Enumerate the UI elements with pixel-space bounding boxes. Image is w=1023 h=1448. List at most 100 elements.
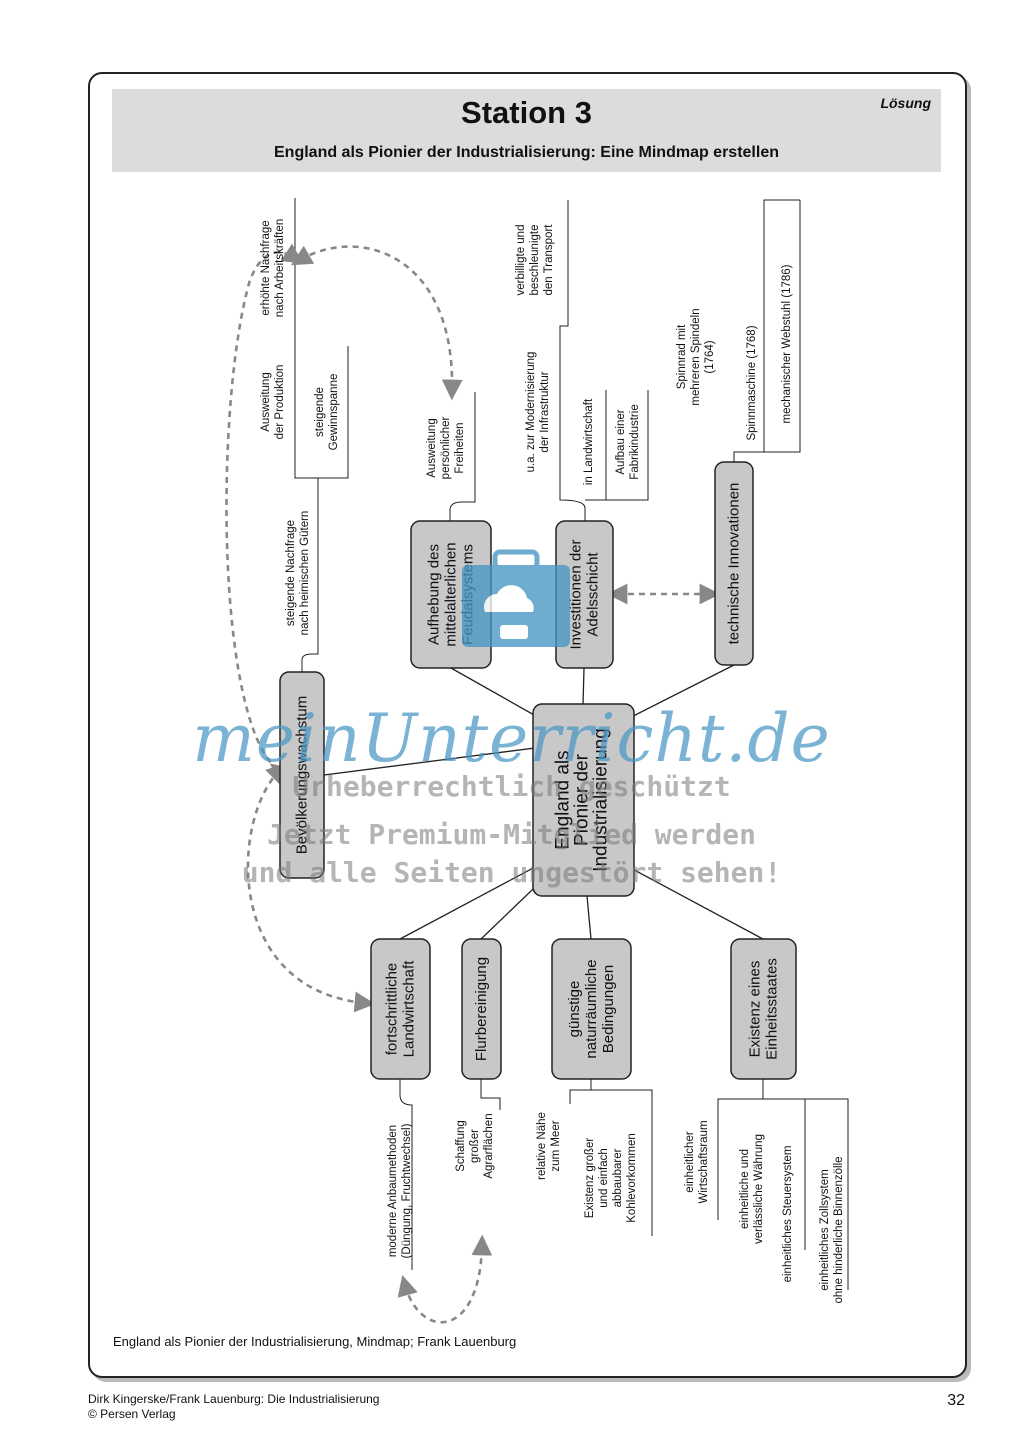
leaf-meer-line: zum Meer [550, 1120, 562, 1171]
relation-arrow-population-agriculture [246, 762, 376, 1013]
watermark-brand: meinUnterricht.de [192, 700, 831, 777]
watermark-line-3: und alle Seiten ungestört sehen! [241, 856, 782, 889]
branch-label-einheit-line: Existenz eines [747, 961, 764, 1058]
leaf-zoll-line: ohne hinderliche Binnenzölle [833, 1156, 845, 1303]
branch-label-natur-line: naturräumliche [583, 959, 600, 1058]
worksheet-frame [88, 72, 967, 1378]
leaf-connector [585, 390, 649, 501]
header-bar: Station 3 Lösung England als Pionier der… [112, 89, 941, 172]
leaf-webstuhl-line: mechanischer Webstuhl (1786) [781, 264, 793, 423]
branch-node-landwirtschaft [370, 938, 431, 1080]
leaf-waehrung-line: verlässliche Währung [753, 1134, 765, 1244]
center-label-line: Industrialisierung [591, 728, 612, 872]
leaf-freiheiten-line: Ausweitung [426, 418, 438, 477]
leaf-connector [569, 1079, 592, 1104]
branch-label-adel-line: Adelsschicht [585, 552, 602, 637]
leaf-fabrik-line: Aufbau einer [615, 409, 627, 474]
leaf-gewinn-line: Gewinnspanne [328, 374, 340, 451]
leaf-agrar-line: Agrarflächen [483, 1113, 495, 1178]
branch-label-natur-line: Bedingungen [600, 965, 617, 1053]
branch-label-bevoelkerung: Bevölkerungswachstum [294, 696, 311, 854]
leaf-waehrung-line: einheitliche und [739, 1149, 751, 1229]
leaf-agrar-line: Schaffung [455, 1120, 467, 1172]
center-label-line: Pionier der [572, 753, 593, 846]
leaf-agrar-line: großer [469, 1129, 481, 1163]
leaf-gewinn-line: steigende [314, 387, 326, 437]
center-node [532, 703, 635, 897]
leaf-kohle-line: Existenz großer [584, 1138, 596, 1219]
leaf-meer-line: relative Nähe [536, 1112, 548, 1180]
leaf-connector [591, 1089, 653, 1236]
relation-arrow-methods-fields [397, 1234, 493, 1324]
branch-node-natur [551, 938, 632, 1080]
footer-publisher: © Persen Verlag [88, 1407, 176, 1421]
leaf-spinnmaschine: Spinnmaschine (1768) [746, 325, 758, 440]
leaf-zoll-line: einheitliches Zollsystem [819, 1169, 831, 1290]
leaf-anbau-line: (Düngung, Fruchtwechsel) [401, 1123, 413, 1258]
watermark-line-1: Urheberrechtlich geschützt [292, 770, 731, 803]
center-label-line: England als [553, 750, 574, 849]
leaf-arbeitskraefte-line: nach Arbeitskräften [274, 219, 286, 317]
leaf-transport-line: beschleunigte [529, 225, 541, 296]
leaf-connector [480, 1079, 501, 1110]
page-number: 32 [947, 1392, 965, 1409]
footer-credits: Dirk Kingerske/Frank Lauenburg: Die Indu… [88, 1392, 379, 1422]
leaf-freiheiten-line: persönlicher [440, 417, 452, 480]
branch-node-bevoelkerung [279, 671, 325, 879]
leaf-transport-line: verbilligte und [515, 225, 527, 296]
leaf-spinnrad-line: (1764) [704, 340, 716, 373]
leaf-connector [733, 199, 800, 462]
page-title: Station 3 [461, 95, 592, 130]
relation-arrow-population-labour [225, 243, 304, 785]
leaf-spinnrad-line: Spinnrad mit [676, 324, 688, 389]
branch-node-einheit [730, 938, 797, 1080]
branch-label-flur: Flurbereinigung [473, 957, 490, 1061]
leaf-kohle-line: und einfach [598, 1148, 610, 1207]
page-subtitle: England als Pionier der Industrialisieru… [274, 144, 779, 161]
leaf-fabrik-line: Fabrikindustrie [629, 404, 641, 479]
footer-authors: Dirk Kingerske/Frank Lauenburg: Die Indu… [88, 1392, 380, 1406]
branch-label-landwirtschaft-line: Landwirtschaft [401, 960, 418, 1058]
leaf-wirtschaftsraum-line: einheitlicher [684, 1131, 696, 1193]
leaf-produktion-line: Ausweitung [260, 372, 272, 431]
branch-label-adel-line: Investitionen der [568, 539, 585, 649]
leaf-kohle-line: abbaubarer [612, 1148, 624, 1207]
leaf-freiheiten-line: Freiheiten [454, 422, 466, 473]
leaf-infrastruktur-line: u.a. zur Modernisierung [525, 352, 537, 473]
leaf-nachfrage-line: nach heimischen Gütern [299, 511, 311, 636]
leaf-wirtschaftsraum-line: Wirtschaftsraum [698, 1120, 710, 1203]
branch-label-technik: technische Innovationen [726, 483, 743, 645]
leaf-connector [764, 200, 801, 453]
leaf-steuer-line: einheitliches Steuersystem [782, 1146, 794, 1283]
branch-label-feudal-line: Aufhebung des [426, 544, 443, 645]
branch-label-feudal-line: mittelalterlichen [443, 542, 460, 646]
relation-arrow-labour-freedom [291, 245, 463, 401]
figure-caption: England als Pionier der Industrialisieru… [113, 1334, 517, 1349]
branch-label-flur-line: Flurbereinigung [473, 957, 490, 1061]
branch-node-flur [461, 938, 502, 1080]
leaf-connector [449, 392, 476, 521]
branch-node-technik [714, 461, 754, 666]
cloud-icon [462, 549, 570, 647]
leaf-steuer: einheitliches Steuersystem [782, 1146, 794, 1283]
watermark-line-2: Jetzt Premium-Mitglied werden [267, 818, 756, 851]
branch-label-einheit-line: Einheitsstaates [764, 958, 781, 1060]
branch-label-bevoelkerung-line: Bevölkerungswachstum [294, 696, 311, 854]
branch-label-landwirtschaft-line: fortschrittliche [384, 963, 401, 1056]
leaf-inlandwirtschaft: in Landwirtschaft [583, 398, 595, 485]
leaf-nachfrage-line: steigende Nachfrage [285, 520, 297, 626]
leaf-transport-line: den Transport [543, 224, 555, 296]
